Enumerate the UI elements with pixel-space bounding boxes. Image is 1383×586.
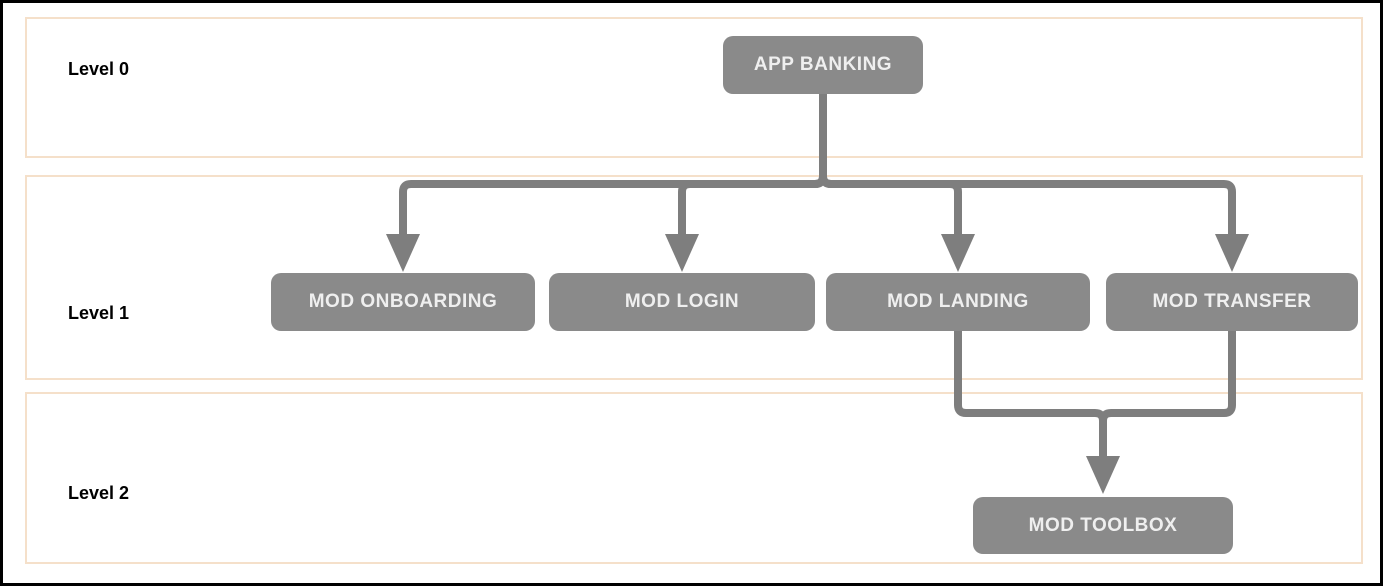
- node-mod-toolbox-label: MOD TOOLBOX: [1028, 514, 1178, 536]
- node-app-banking[interactable]: APP BANKING: [723, 36, 923, 94]
- node-mod-landing[interactable]: MOD LANDING: [826, 273, 1090, 331]
- node-mod-login-label: MOD LOGIN: [624, 291, 740, 312]
- lane-label-level-1: Level 1: [68, 303, 130, 323]
- node-mod-toolbox[interactable]: MOD TOOLBOX: [973, 497, 1233, 554]
- node-mod-login[interactable]: MOD LOGIN: [549, 273, 815, 331]
- lane-level-2: Level 2: [25, 392, 1363, 564]
- lane-level-0: Level 0: [25, 17, 1363, 158]
- node-app-banking-label: APP BANKING: [753, 54, 893, 75]
- node-mod-transfer[interactable]: MOD TRANSFER: [1106, 273, 1358, 331]
- lane-label-level-2: Level 2: [68, 483, 130, 503]
- lane-label-level-0: Level 0: [68, 59, 130, 79]
- node-mod-transfer-label: MOD TRANSFER: [1152, 291, 1312, 312]
- node-mod-onboarding-label: MOD ONBOARDING: [308, 291, 498, 312]
- node-mod-onboarding[interactable]: MOD ONBOARDING: [271, 273, 535, 331]
- node-mod-landing-label: MOD LANDING: [887, 291, 1029, 312]
